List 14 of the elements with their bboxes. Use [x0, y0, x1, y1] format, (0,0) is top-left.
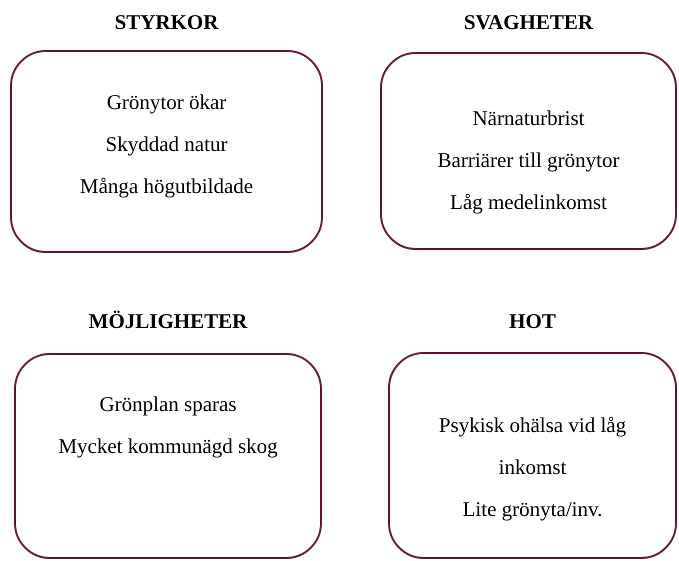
section-heading: MÖJLIGHETER — [88, 308, 248, 334]
list-item: Barriärer till grönytor — [436, 147, 620, 174]
list-item: Närnaturbrist — [472, 105, 586, 132]
list-item: Skyddad natur — [104, 131, 228, 158]
list-item: Lite grönyta/inv. — [462, 496, 604, 523]
list-item: Mycket kommunägd skog — [57, 433, 279, 460]
list-item: Grönytor ökar — [106, 89, 228, 116]
section-heading: SVAGHETER — [464, 9, 594, 35]
section-heading: STYRKOR — [114, 9, 218, 35]
list-item: Många högutbildade — [78, 173, 254, 200]
list-item: Grönplan sparas — [98, 391, 238, 418]
list-item: Låg medelinkomst — [449, 189, 608, 216]
list-item: Psykisk ohälsa vid låg inkomst — [438, 412, 628, 481]
section-heading: HOT — [509, 308, 556, 334]
